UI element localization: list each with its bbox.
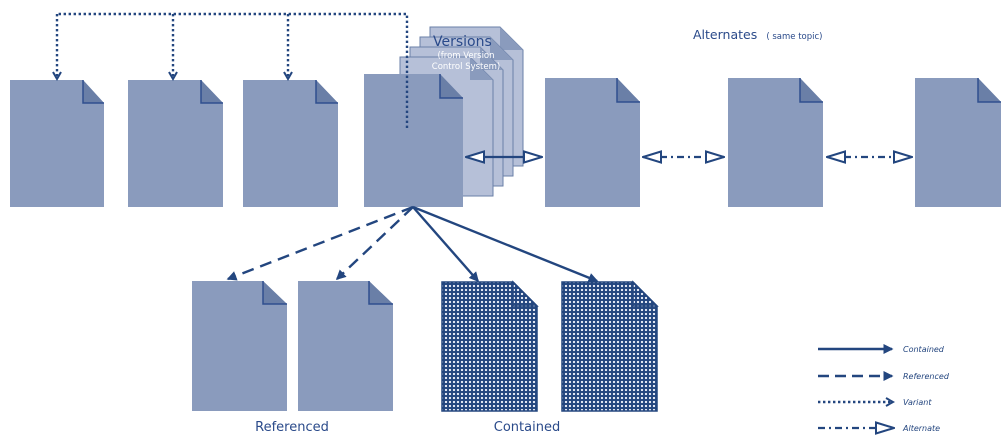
contained-document-2 (561, 280, 659, 412)
referenced-connector (226, 205, 414, 281)
legend-item-alternate: Alternate (818, 424, 940, 433)
contained-label: Contained (494, 420, 560, 435)
legend-item-referenced: Referenced (818, 371, 950, 381)
contained-document-1 (441, 280, 539, 412)
document-1 (10, 80, 104, 207)
legend-item-variant: Variant (818, 398, 932, 407)
referenced-label: Referenced (255, 420, 329, 435)
referenced-document-1 (192, 281, 287, 411)
versions-subtitle-line-1: (from Version (437, 51, 494, 61)
versions-subtitle-line-2: Control System) (432, 62, 500, 72)
legend-label: Contained (903, 345, 945, 354)
alternate-document-2 (728, 78, 823, 207)
alternate-document-1 (545, 78, 640, 207)
legend-item-contained: Contained (818, 344, 945, 354)
variant-connector (57, 12, 409, 128)
referenced-document-2 (298, 281, 393, 411)
document-2 (128, 80, 223, 207)
contained-connector (412, 205, 599, 283)
legend: Contained Referenced Variant Alternate (818, 344, 950, 433)
alternates-title-text: Alternates (693, 27, 757, 42)
legend-label: Variant (903, 398, 932, 407)
alternate-document-3 (915, 78, 1001, 207)
central-document (364, 74, 463, 207)
alternates-title: Alternates ( same topic) (693, 24, 822, 43)
legend-label: Alternate (902, 424, 940, 433)
versions-title: Versions (433, 34, 492, 50)
alternates-subtitle: ( same topic) (766, 32, 822, 42)
legend-label: Referenced (903, 372, 950, 381)
document-3 (243, 80, 338, 207)
